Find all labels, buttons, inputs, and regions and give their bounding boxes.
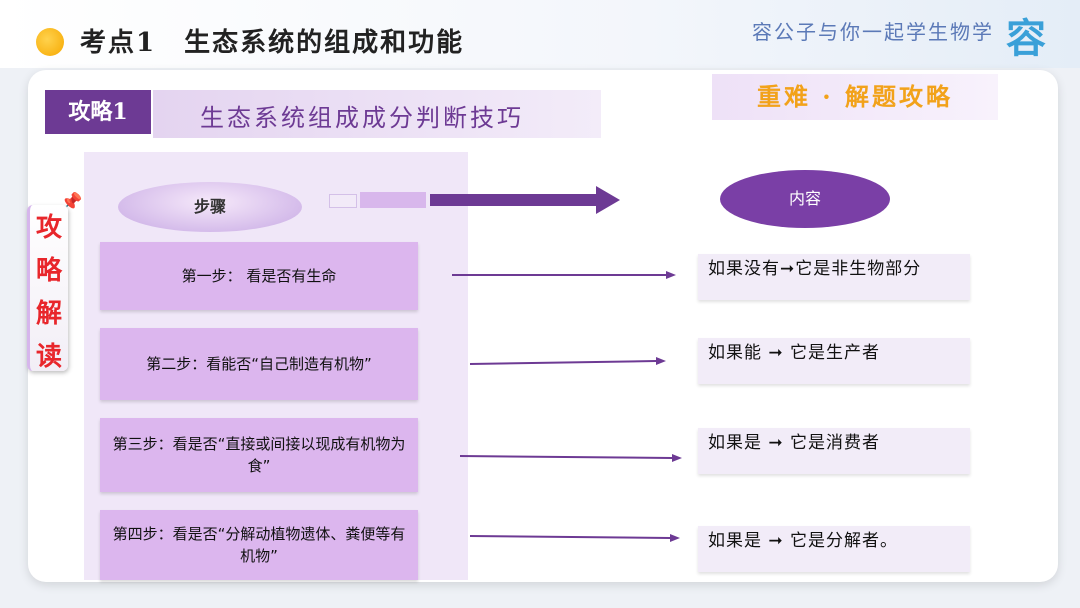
decor-chip [360, 192, 426, 208]
big-arrow-icon [430, 186, 620, 214]
result-box-2: 如果能 ➞ 它是生产者 [698, 338, 970, 384]
brand-logo: 容 [1006, 15, 1046, 62]
bullet-dot-icon [36, 28, 64, 56]
steps-header: 步骤 [118, 182, 302, 232]
vertical-char: 略 [35, 256, 62, 286]
header-bar: 考点1 生态系统的组成和功能 容公子与你一起学生物学 容 [0, 0, 1080, 68]
connector-arrow-1-icon [452, 271, 676, 279]
vertical-char: 攻 [35, 213, 62, 243]
brand-text: 容公子与你一起学生物学 [752, 20, 994, 44]
result-box-4: 如果是 ➞ 它是分解者。 [698, 526, 970, 572]
vertical-char: 解 [35, 299, 62, 329]
step-box-3: 第三步：看是否“直接或间接以现成有机物为食” [100, 418, 418, 492]
content-header: 内容 [720, 170, 890, 228]
section-title: 生态系统组成成分判断技巧 [200, 104, 524, 132]
step-box-4: 第四步：看是否“分解动植物遗体、粪便等有机物” [100, 510, 418, 580]
section-tag: 攻略1 [45, 90, 151, 134]
sidebar-title: 重难 · 解题攻略 [712, 74, 998, 120]
step-box-1: 第一步： 看是否有生命 [100, 242, 418, 310]
result-box-3: 如果是 ➞ 它是消费者 [698, 428, 970, 474]
connector-arrows [452, 271, 682, 542]
vertical-label: 攻 略 解 读 [27, 205, 68, 372]
connector-arrow-3-icon [459, 454, 682, 462]
vertical-char: 读 [35, 342, 62, 372]
connector-arrow-2-icon [469, 357, 666, 365]
section-title-banner [153, 90, 601, 138]
result-box-1: 如果没有➞它是非生物部分 [698, 254, 970, 300]
connector-arrow-4-icon [469, 534, 680, 542]
decor-chip [329, 194, 357, 208]
page-title: 考点1 生态系统的组成和功能 [80, 28, 465, 58]
step-box-2: 第二步：看能否“自己制造有机物” [100, 328, 418, 400]
